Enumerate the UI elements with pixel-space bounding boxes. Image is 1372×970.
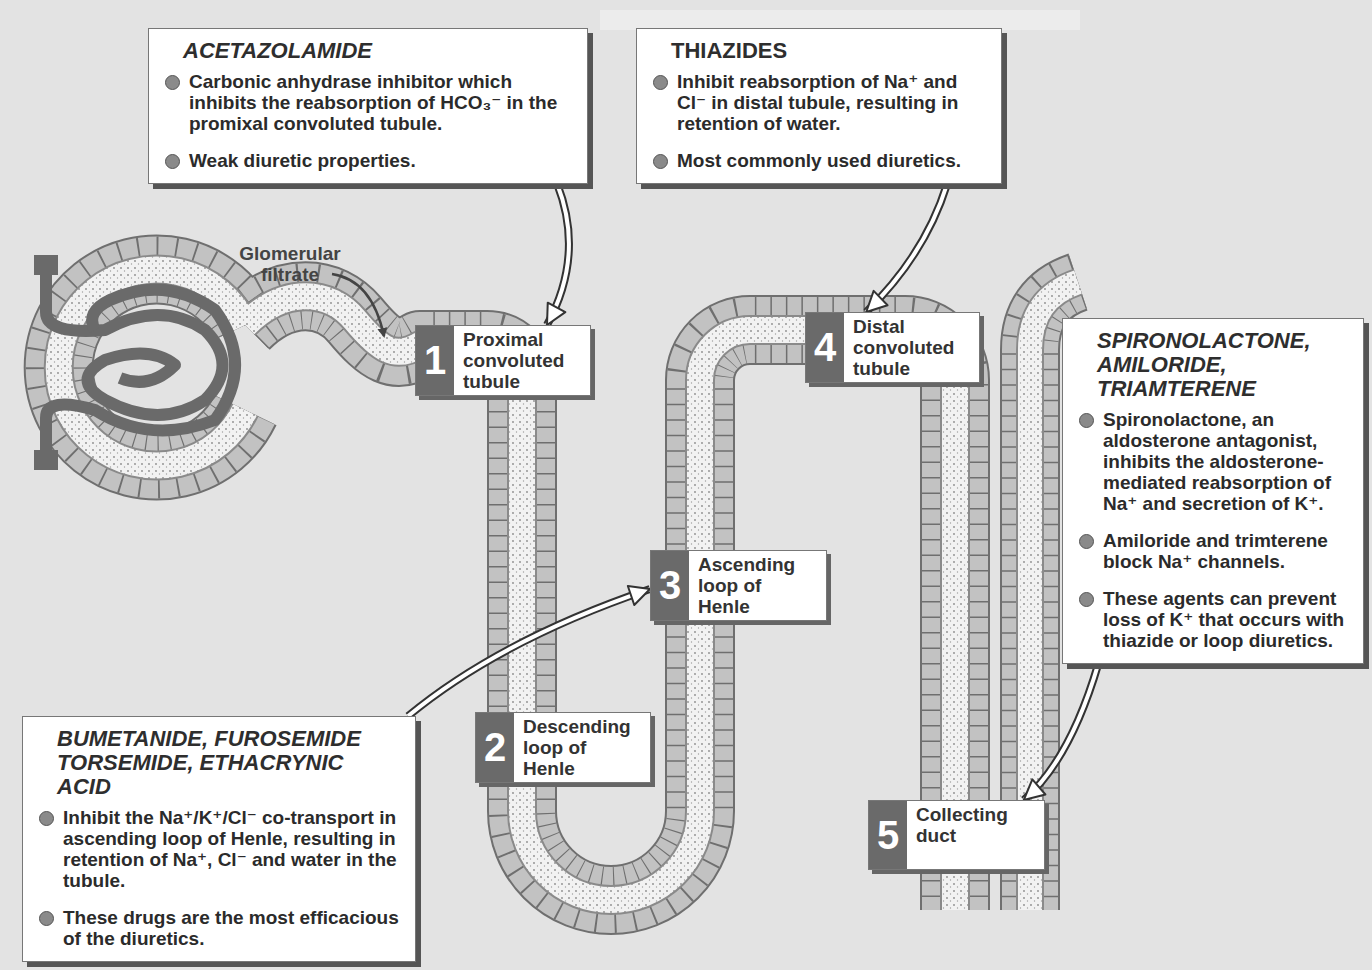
arrow-head bbox=[866, 291, 887, 312]
drug-heading: THIAZIDES bbox=[671, 39, 987, 63]
bullet-item: These agents can prevent loss of K⁺ that… bbox=[1079, 588, 1349, 651]
bullet-item: Inhibit reabsorption of Na⁺ and Cl⁻ in d… bbox=[653, 71, 987, 134]
callout-arrow bbox=[866, 184, 947, 312]
arrow-outline bbox=[1024, 664, 1098, 800]
arrow-outline bbox=[547, 184, 569, 325]
bullet-item: Most commonly used diuretics. bbox=[653, 150, 987, 171]
bullet-dot bbox=[1079, 413, 1094, 428]
callout-arrow bbox=[547, 184, 569, 325]
callout-number: 3 bbox=[651, 551, 689, 620]
arrow-head bbox=[1024, 779, 1046, 800]
drug-callout: ACETAZOLAMIDE Carbonic anhydrase inhibito… bbox=[148, 28, 588, 184]
bullet-item: Carbonic anhydrase inhibitor which inhib… bbox=[165, 71, 573, 134]
bullet-text: Inhibit the Na⁺/K⁺/Cl⁻ co-transport in a… bbox=[63, 807, 401, 891]
segment-label-box: 1Proximal convoluted tubule bbox=[415, 325, 591, 396]
bullet-text: Carbonic anhydrase inhibitor which inhib… bbox=[189, 71, 573, 134]
bullet-item: Inhibit the Na⁺/K⁺/Cl⁻ co-transport in a… bbox=[39, 807, 401, 891]
bullet-text: These drugs are the most efficacious of … bbox=[63, 907, 401, 949]
bullet-item: Weak diuretic properties. bbox=[165, 150, 573, 171]
arrow-shaft bbox=[866, 184, 947, 312]
bullet-dot bbox=[653, 75, 668, 90]
arrow-head bbox=[628, 586, 650, 605]
flow-label: Glomerular filtrate bbox=[232, 243, 348, 285]
segment-label-box: 3Ascending loop of Henle bbox=[650, 550, 827, 621]
drug-heading: ACETAZOLAMIDE bbox=[183, 39, 573, 63]
callout-arrow bbox=[408, 586, 650, 716]
bullet-dot bbox=[39, 911, 54, 926]
bullet-text: Inhibit reabsorption of Na⁺ and Cl⁻ in d… bbox=[677, 71, 987, 134]
bullet-item: These drugs are the most efficacious of … bbox=[39, 907, 401, 949]
leader-arrow bbox=[332, 274, 384, 336]
arrow-shaft bbox=[547, 184, 569, 325]
arrow-outline bbox=[408, 589, 650, 716]
segment-label-box: 5Collecting duct bbox=[868, 800, 1045, 870]
callout-number: 2 bbox=[476, 713, 514, 782]
bullet-dot bbox=[39, 811, 54, 826]
arrow-head bbox=[547, 303, 565, 325]
segment-label-box: 2Descending loop of Henle bbox=[475, 712, 651, 783]
drug-callout: THIAZIDES Inhibit reabsorption of Na⁺ and… bbox=[636, 28, 1002, 184]
arrow-outline bbox=[866, 184, 947, 312]
bullet-item: Amiloride and trimterene block Na⁺ chann… bbox=[1079, 530, 1349, 572]
bullet-text: Weak diuretic properties. bbox=[189, 150, 416, 171]
arrow-shaft bbox=[408, 589, 650, 716]
drug-callout: BUMETANIDE, FUROSEMIDE TORSEMIDE, ETHACR… bbox=[22, 716, 416, 962]
drug-heading: SPIRONOLACTONE, AMILORIDE, TRIAMTERENE bbox=[1097, 329, 1349, 401]
callout-number: 1 bbox=[416, 326, 454, 395]
bullet-dot bbox=[1079, 534, 1094, 549]
glomerulus bbox=[34, 255, 235, 470]
callout-number: 4 bbox=[806, 313, 844, 382]
segment-name: Proximal convoluted tubule bbox=[454, 326, 590, 395]
segment-name: Descending loop of Henle bbox=[514, 713, 650, 782]
drug-heading: BUMETANIDE, FUROSEMIDE TORSEMIDE, ETHACR… bbox=[57, 727, 401, 799]
bullet-item: Spironolactone, an aldosterone antagonis… bbox=[1079, 409, 1349, 514]
segment-name: Distal convoluted tubule bbox=[844, 313, 979, 382]
arrow-shaft bbox=[1024, 664, 1098, 800]
bullet-text: Amiloride and trimterene block Na⁺ chann… bbox=[1103, 530, 1349, 572]
bullet-dot bbox=[1079, 592, 1094, 607]
bullet-text: These agents can prevent loss of K⁺ that… bbox=[1103, 588, 1349, 651]
bullet-dot bbox=[653, 154, 668, 169]
segment-label-box: 4Distal convoluted tubule bbox=[805, 312, 980, 383]
bullet-text: Most commonly used diuretics. bbox=[677, 150, 961, 171]
segment-name: Ascending loop of Henle bbox=[689, 551, 826, 620]
bullet-text: Spironolactone, an aldosterone antagonis… bbox=[1103, 409, 1349, 514]
callout-number: 5 bbox=[869, 801, 907, 869]
bullet-dot bbox=[165, 75, 180, 90]
bullet-dot bbox=[165, 154, 180, 169]
drug-callout: SPIRONOLACTONE, AMILORIDE, TRIAMTERENE Sp… bbox=[1062, 318, 1364, 664]
tubule bbox=[59, 270, 955, 911]
segment-name: Collecting duct bbox=[907, 801, 1044, 869]
callout-arrow bbox=[1024, 664, 1098, 800]
